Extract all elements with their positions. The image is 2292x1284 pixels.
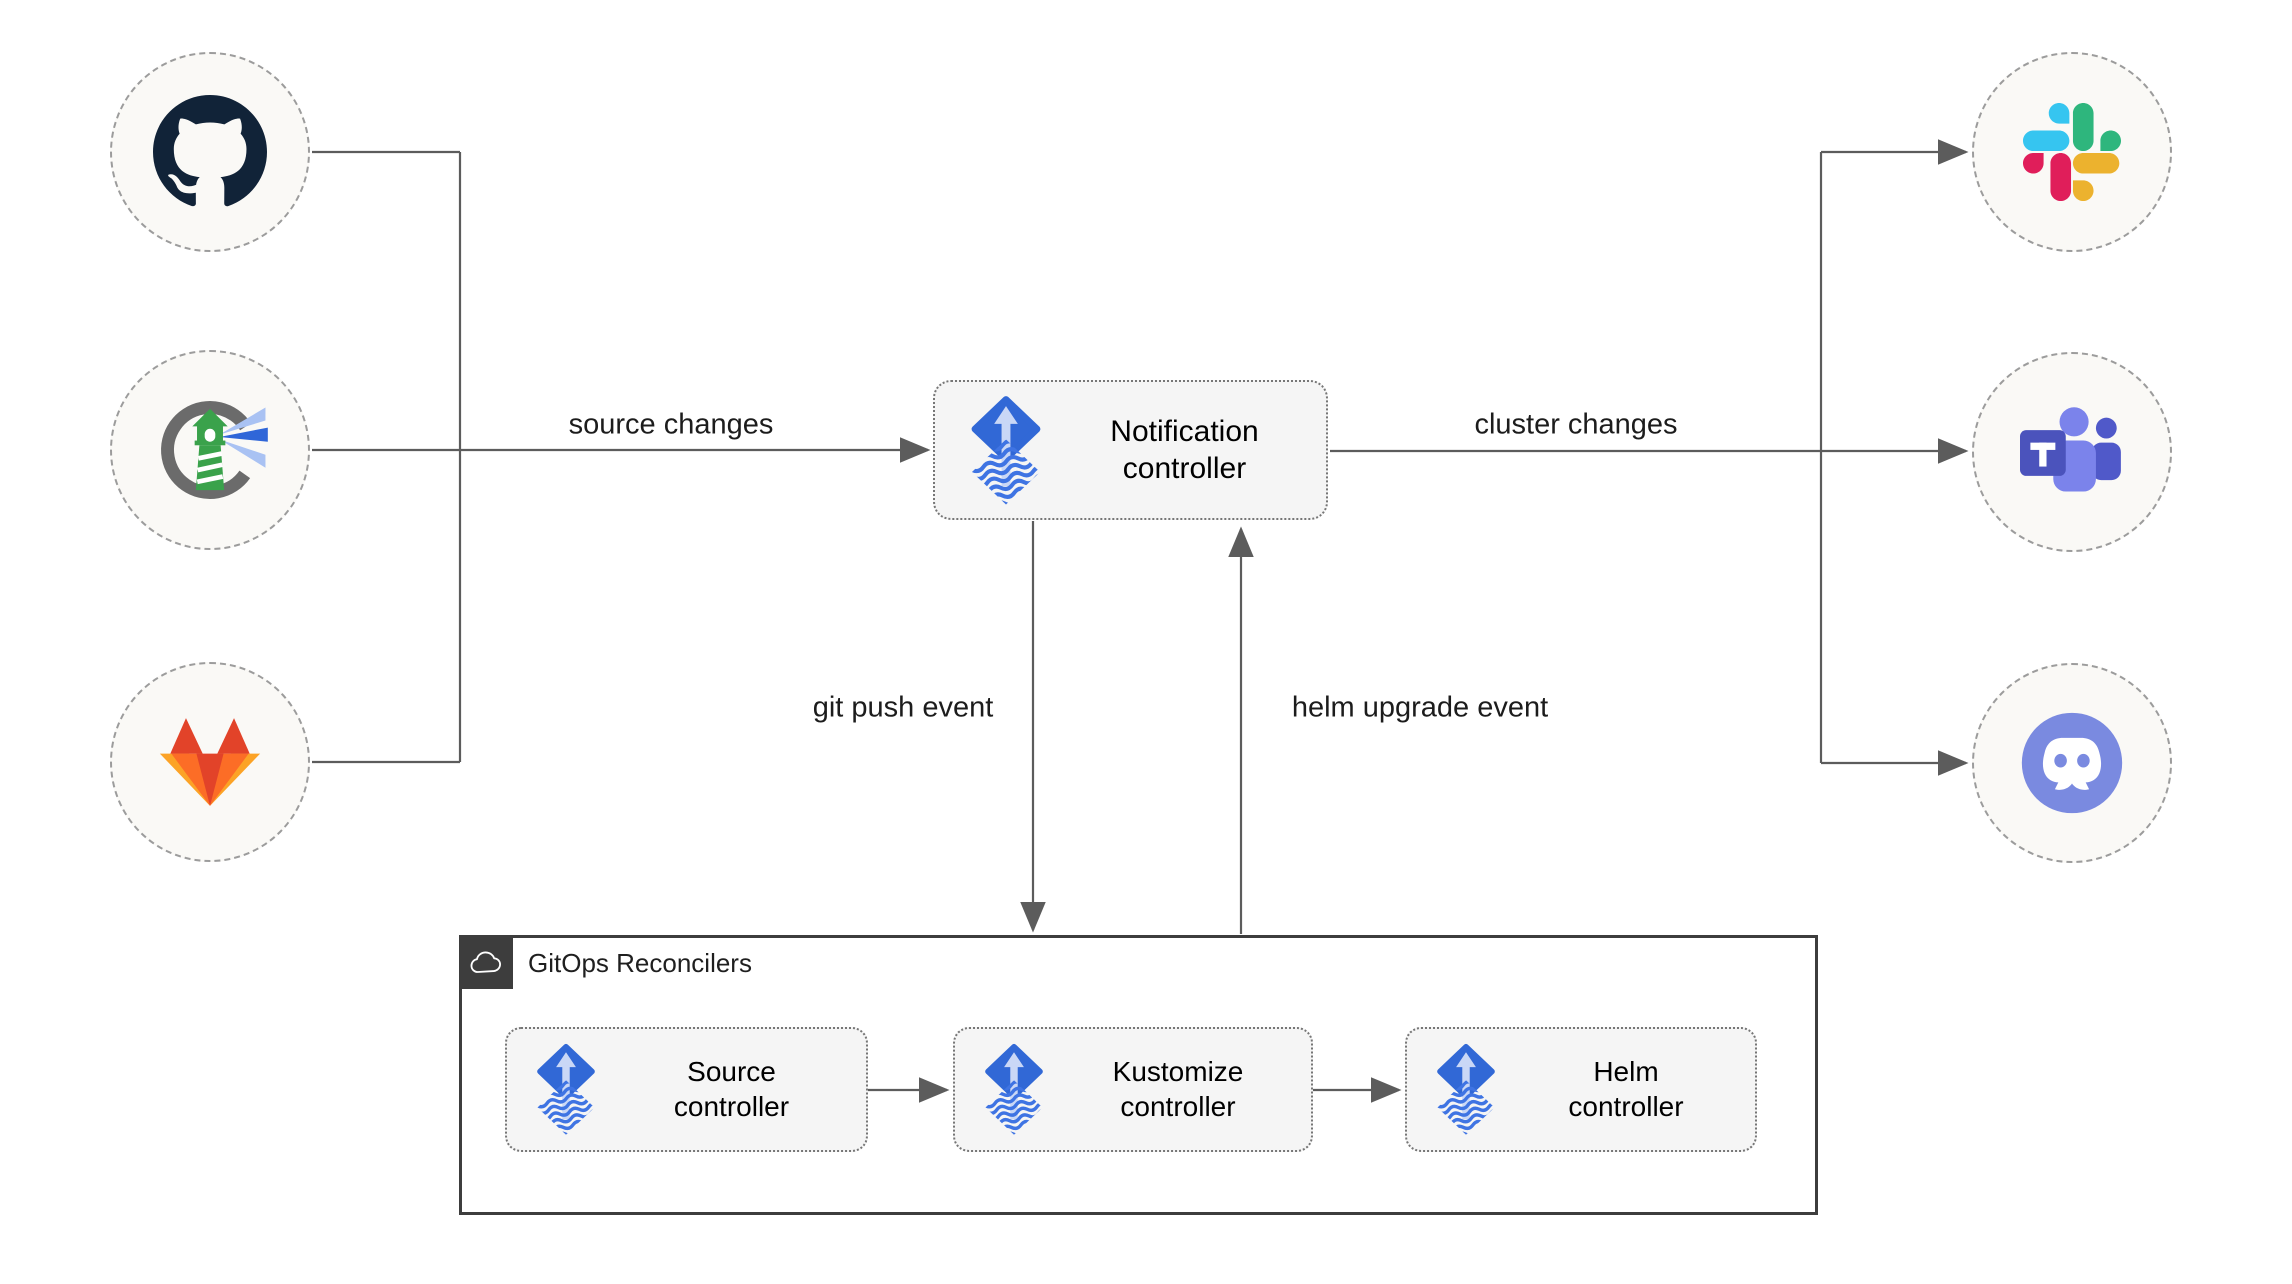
harbor-icon — [161, 401, 268, 499]
git-push-event-label: git push event — [812, 691, 994, 724]
flux-icon — [983, 1043, 1045, 1136]
slack-icon — [2023, 103, 2121, 201]
helm-controller-box: Helm controller — [1405, 1027, 1757, 1152]
github-icon — [153, 95, 267, 207]
flux-icon — [1435, 1043, 1497, 1136]
github-node — [110, 52, 310, 252]
cloud-badge — [459, 935, 513, 989]
notification-controller-label: Notification controller — [1110, 414, 1259, 485]
helm-upgrade-event-label: helm upgrade event — [1291, 691, 1549, 724]
edge-sources-bus — [312, 150, 462, 764]
teams-node — [1972, 352, 2172, 552]
gitops-reconcilers-container: GitOps Reconcilers — [459, 935, 1818, 1215]
flux-icon — [535, 1043, 597, 1136]
flux-icon — [969, 395, 1043, 506]
gitops-reconcilers-title: GitOps Reconcilers — [528, 948, 752, 978]
discord-node — [1972, 663, 2172, 863]
kustomize-controller-label: Kustomize controller — [1112, 1055, 1244, 1122]
notification-controller-box: Notification controller — [933, 380, 1328, 520]
gitlab-node — [110, 662, 310, 862]
gitlab-icon — [159, 718, 261, 806]
helm-controller-label: Helm controller — [1568, 1055, 1684, 1122]
kustomize-controller-box: Kustomize controller — [953, 1027, 1313, 1152]
source-controller-label: Source controller — [673, 1055, 790, 1122]
discord-icon — [2021, 712, 2123, 814]
cluster-changes-label: cluster changes — [1474, 408, 1678, 441]
slack-node — [1972, 52, 2172, 252]
source-controller-box: Source controller — [505, 1027, 868, 1152]
source-changes-label: source changes — [568, 408, 774, 441]
harbor-node — [110, 350, 310, 550]
teams-icon — [2020, 407, 2121, 492]
edge-cluster-changes — [1330, 139, 1969, 776]
cloud-icon — [470, 951, 502, 973]
